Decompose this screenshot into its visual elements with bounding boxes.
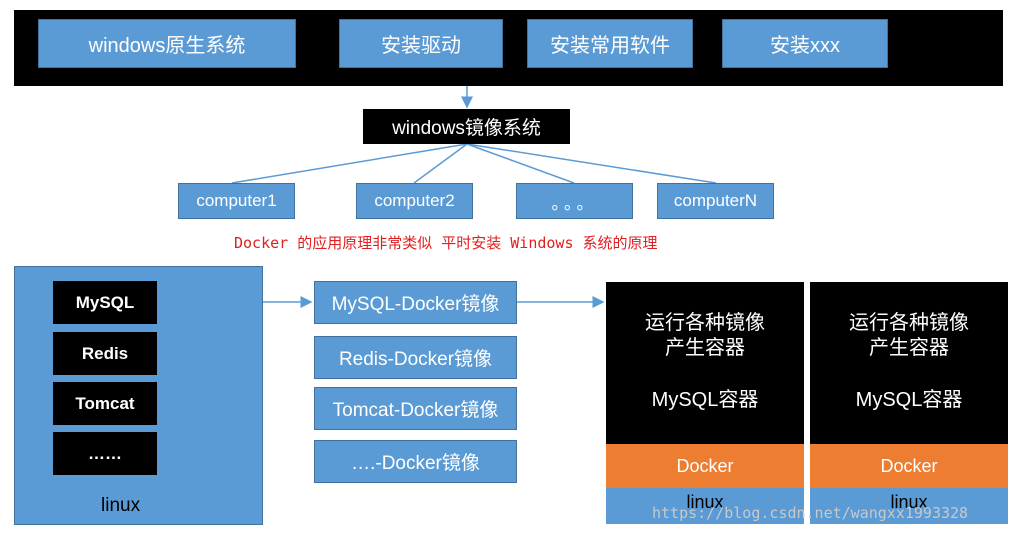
container-stack-1: 运行各种镜像 产生容器 MySQL容器 Docker linux xyxy=(606,282,804,524)
container-black-area xyxy=(810,282,1008,444)
watermark: https://blog.csdn.net/wangxx1993328 xyxy=(652,504,969,522)
app-more: …… xyxy=(53,432,157,475)
caption-line1: 运行各种镜像 xyxy=(849,312,969,334)
line-to-computerN xyxy=(466,143,717,184)
app-mysql: MySQL xyxy=(53,281,157,324)
container-caption: 运行各种镜像 产生容器 xyxy=(810,311,1008,361)
container-black-area xyxy=(606,282,804,444)
line-to-ellipsis xyxy=(466,143,575,184)
top-box-windows-native: windows原生系统 xyxy=(38,19,296,68)
principle-note: Docker 的应用原理非常类似 平时安装 Windows 系统的原理 xyxy=(234,234,658,252)
computer-box-n: computerN xyxy=(657,183,774,219)
docker-layer: Docker xyxy=(810,444,1008,488)
linux-layer-label: linux xyxy=(890,492,928,512)
app-tomcat: Tomcat xyxy=(53,382,157,425)
container-caption: 运行各种镜像 产生容器 xyxy=(606,311,804,361)
image-redis-docker: Redis-Docker镜像 xyxy=(314,336,517,379)
computer-box-2: computer2 xyxy=(356,183,473,219)
caption-line2: 产生容器 xyxy=(665,337,745,359)
line-to-computer2 xyxy=(413,143,468,184)
linux-layer xyxy=(810,488,1008,524)
computer-box-ellipsis: 。。。 xyxy=(516,183,633,219)
linux-host-label: linux xyxy=(101,495,141,516)
container-name: MySQL容器 xyxy=(855,389,963,411)
app-redis: Redis xyxy=(53,332,157,375)
linux-layer xyxy=(606,488,804,524)
caption-line1: 运行各种镜像 xyxy=(645,312,765,334)
top-box-install-xxx: 安装xxx xyxy=(722,19,888,68)
image-mysql-docker: MySQL-Docker镜像 xyxy=(314,281,517,324)
computer-box-1: computer1 xyxy=(178,183,295,219)
top-box-install-driver: 安装驱动 xyxy=(339,19,503,68)
container-name: MySQL容器 xyxy=(651,389,759,411)
caption-line2: 产生容器 xyxy=(869,337,949,359)
image-tomcat-docker: Tomcat-Docker镜像 xyxy=(314,387,517,430)
top-box-install-software: 安装常用软件 xyxy=(527,19,693,68)
windows-image-label: windows镜像系统 xyxy=(363,109,570,144)
line-to-computer1 xyxy=(231,143,468,184)
image-more-docker: ….-Docker镜像 xyxy=(314,440,517,483)
container-stack-2: 运行各种镜像 产生容器 MySQL容器 Docker linux xyxy=(810,282,1008,524)
docker-layer: Docker xyxy=(606,444,804,488)
linux-layer-label: linux xyxy=(686,492,724,512)
